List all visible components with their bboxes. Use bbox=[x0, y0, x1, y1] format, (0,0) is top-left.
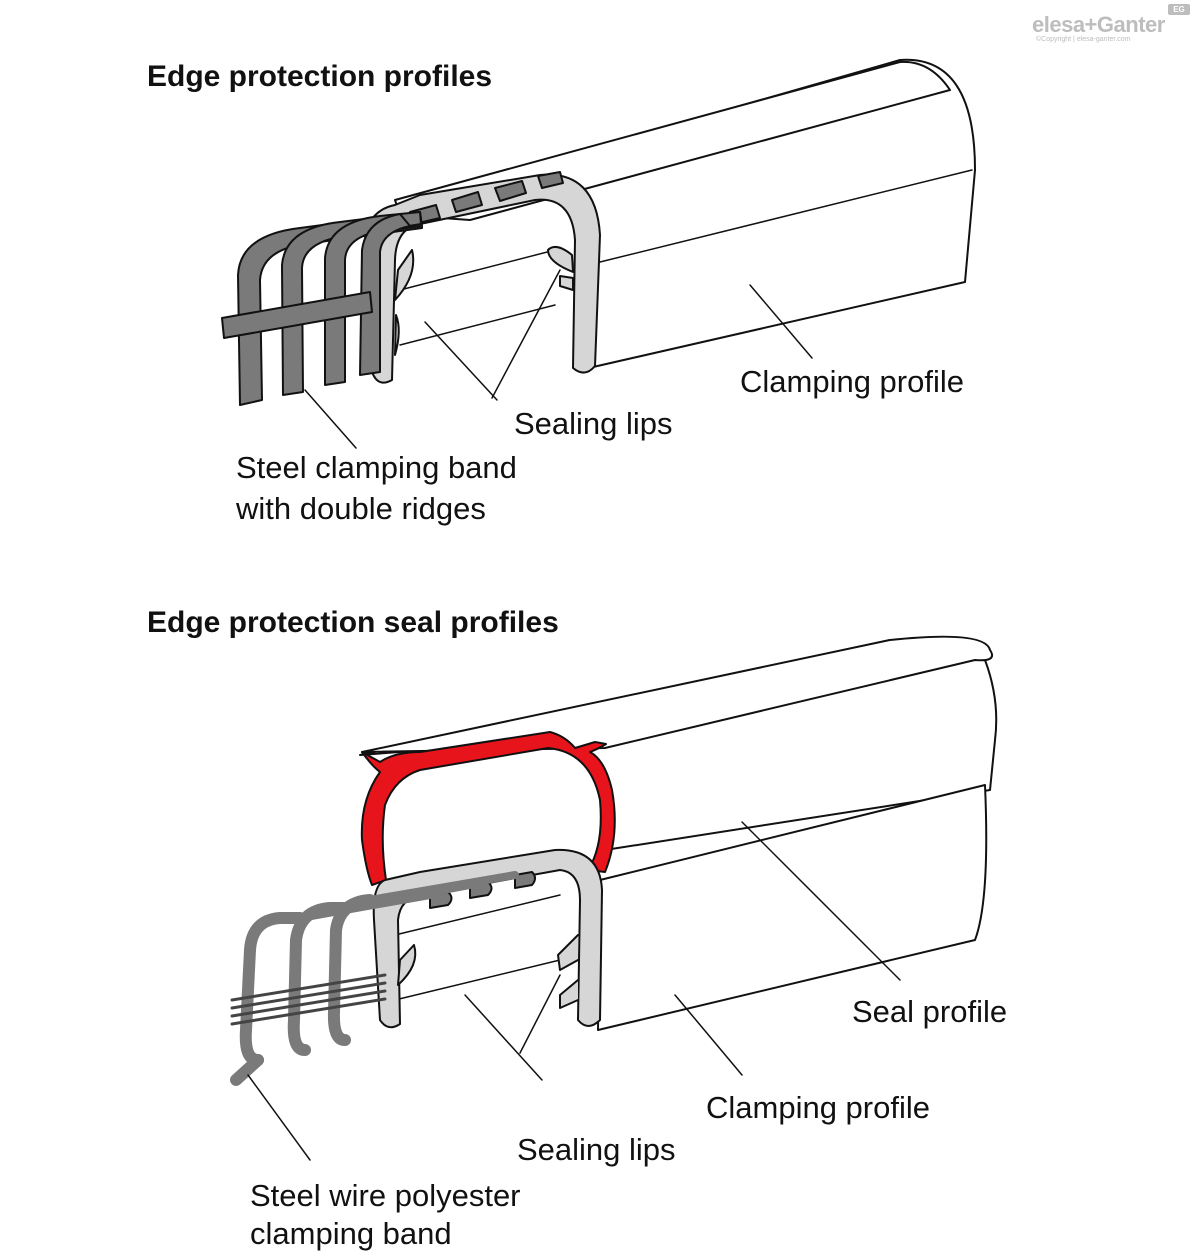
diagram1-leader-band bbox=[304, 389, 357, 449]
diagram1-leader-clamping bbox=[749, 284, 813, 359]
diagram2-illustration bbox=[230, 635, 998, 1161]
diagram2-label-steel-wire-1: Steel wire polyester bbox=[250, 1178, 521, 1213]
diagram2-seal-lip bbox=[361, 635, 994, 753]
diagram2-lip-left bbox=[397, 944, 417, 986]
diagram1-lip-right2 bbox=[559, 275, 574, 291]
diagram2-title: Edge protection seal profiles bbox=[147, 606, 559, 639]
diagram1-steel-band bbox=[221, 211, 423, 406]
diagram2-cross-section bbox=[372, 848, 603, 1029]
diagram1-leader-lips-b bbox=[491, 269, 561, 399]
diagram1-label-steel-band-1: Steel clamping band bbox=[236, 450, 517, 485]
diagram2-leader-lips-a bbox=[464, 994, 543, 1081]
diagram1-lip-right bbox=[547, 245, 574, 273]
diagram2-leader-lips-b bbox=[519, 974, 561, 1054]
diagram1-label-steel-band-2: with double ridges bbox=[236, 491, 486, 526]
diagram1-leader-lips-a bbox=[424, 321, 498, 401]
diagram1-channel-lines bbox=[399, 249, 556, 346]
diagram1-label-clamping-profile: Clamping profile bbox=[740, 364, 964, 399]
diagram1-label-sealing-lips: Sealing lips bbox=[514, 406, 673, 441]
diagram2-label-sealing-lips: Sealing lips bbox=[517, 1132, 676, 1167]
copyright-note: ©Copyright | elesa-ganter.com bbox=[1036, 36, 1131, 43]
diagram2-label-clamping-profile: Clamping profile bbox=[706, 1090, 930, 1125]
diagram2-steel-wire bbox=[230, 871, 519, 1086]
diagram2-label-steel-wire-2: clamping band bbox=[250, 1216, 452, 1251]
diagram2-leader-wire bbox=[247, 1074, 311, 1161]
diagram2-lip-right bbox=[557, 934, 579, 1009]
diagram1-title: Edge protection profiles bbox=[147, 60, 493, 93]
brand-logo: elesa+Ganter bbox=[1032, 12, 1165, 37]
diagram2-leader-seal bbox=[741, 821, 901, 981]
brand-tag: EG bbox=[1168, 4, 1190, 15]
diagram2-wire-pins bbox=[429, 871, 536, 909]
diagram1-seam-line bbox=[599, 169, 973, 263]
diagram2-clamp-body bbox=[597, 784, 988, 1031]
diagram2-label-seal-profile: Seal profile bbox=[852, 994, 1008, 1029]
diagram1-lip-left bbox=[394, 249, 415, 301]
diagram1-lip-left2 bbox=[394, 314, 400, 356]
diagram2-leader-clamping bbox=[674, 994, 743, 1076]
diagram2-channel-lines bbox=[394, 894, 561, 1001]
diagram1-illustration bbox=[221, 58, 976, 449]
